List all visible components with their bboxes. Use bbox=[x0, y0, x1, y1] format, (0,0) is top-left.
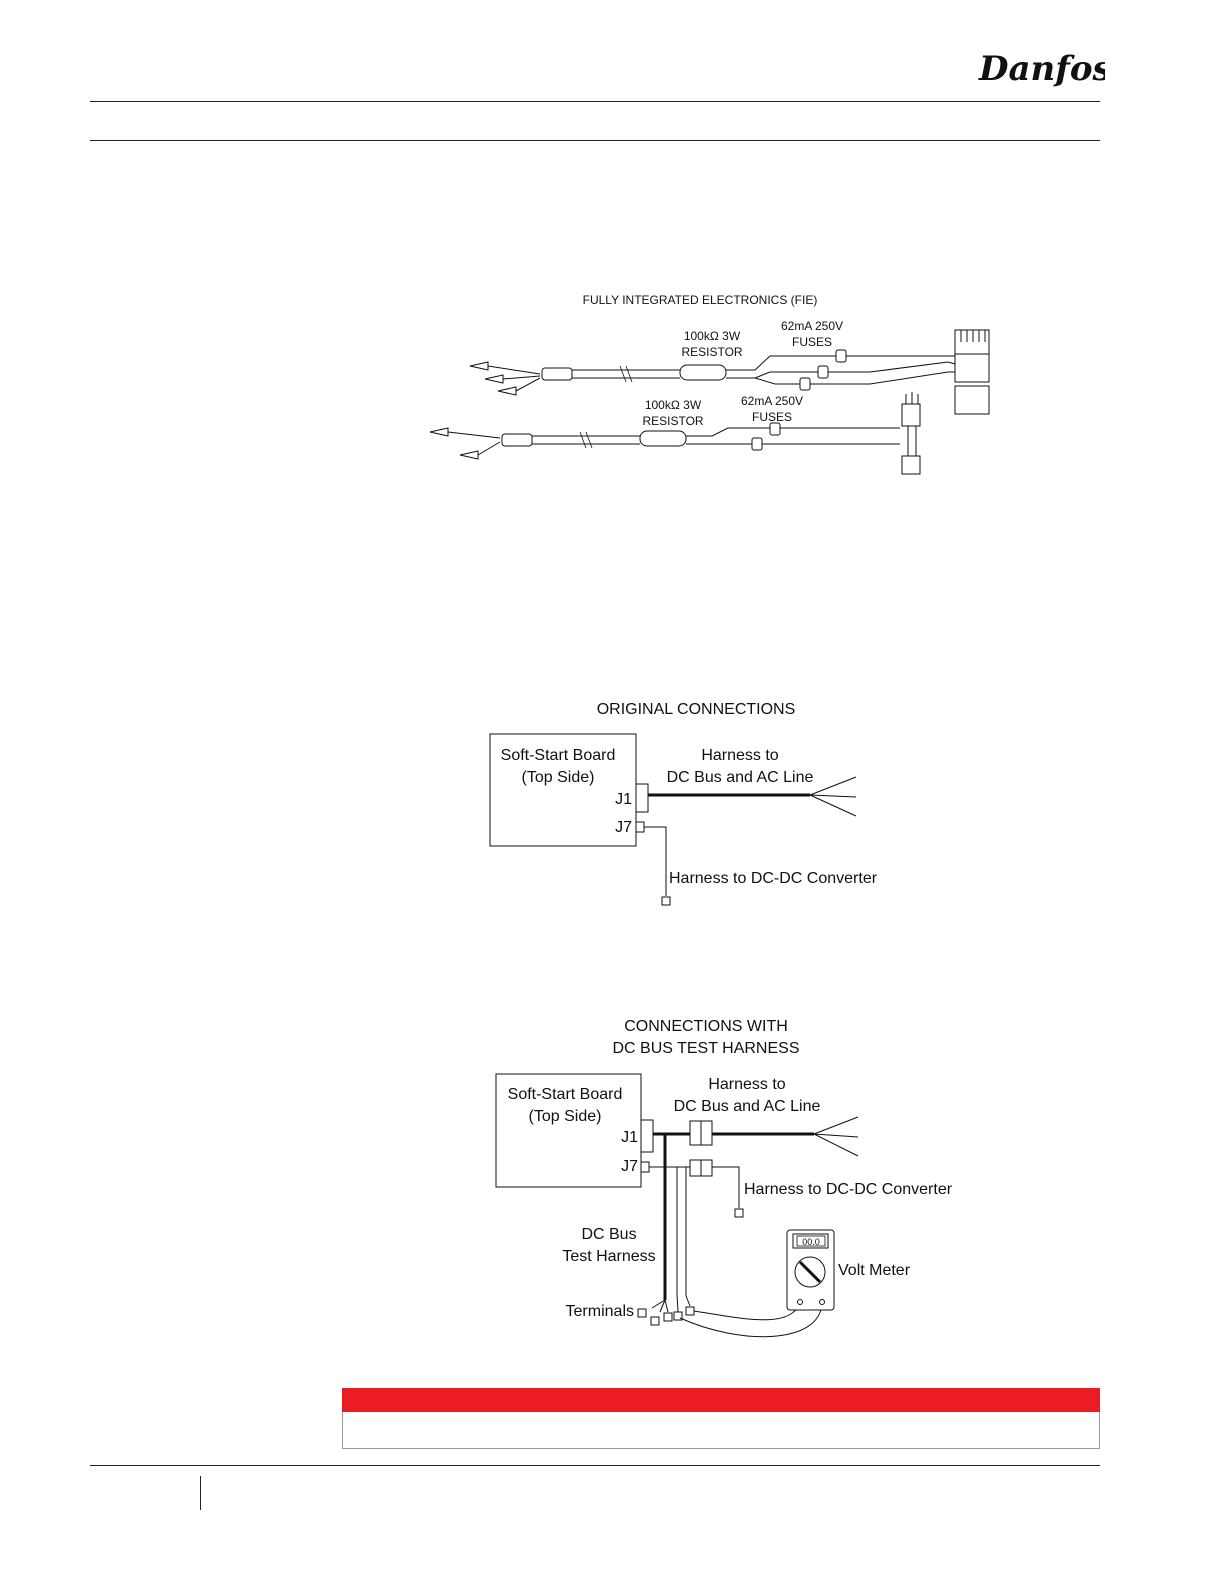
fig3-test-harness-line2: Test Harness bbox=[562, 1248, 655, 1265]
fig3-harness-dc-line1: Harness to bbox=[708, 1076, 785, 1093]
fig1-title: FULLY INTEGRATED ELECTRONICS (FIE) bbox=[583, 293, 818, 307]
footer-rule bbox=[90, 1465, 1100, 1466]
danfoss-logo-icon: Danfoss Danfoss bbox=[978, 49, 1105, 89]
fig2-harness-conv-label: Harness to DC-DC Converter bbox=[669, 870, 878, 887]
fig3-harness-conv-label: Harness to DC-DC Converter bbox=[744, 1181, 953, 1198]
fig2-harness-dc-line1: Harness to bbox=[701, 747, 778, 764]
fig1-resistor-b-line2: RESISTOR bbox=[642, 414, 703, 428]
fig3-title-line1: CONNECTIONS WITH bbox=[624, 1018, 788, 1035]
fig2-board-line1: Soft-Start Board bbox=[501, 747, 616, 764]
header-rule-top bbox=[90, 101, 1100, 102]
fig2-j1-label: J1 bbox=[615, 791, 632, 808]
original-connections-figure: ORIGINAL CONNECTIONS Soft-Start Board (T… bbox=[489, 701, 878, 906]
fig2-title: ORIGINAL CONNECTIONS bbox=[597, 701, 796, 718]
test-harness-figure: CONNECTIONS WITH DC BUS TEST HARNESS Sof… bbox=[495, 1018, 953, 1338]
fig3-j1-label: J1 bbox=[621, 1129, 638, 1146]
fig2-j7-label: J7 bbox=[615, 819, 632, 836]
fig2-harness-dc-line2: DC Bus and AC Line bbox=[667, 769, 814, 786]
fig3-title-line2: DC BUS TEST HARNESS bbox=[612, 1040, 799, 1057]
fie-harness-figure: FULLY INTEGRATED ELECTRONICS (FIE) 100kΩ… bbox=[429, 293, 990, 475]
fig3-terminals-label: Terminals bbox=[566, 1303, 634, 1320]
fig3-test-harness-line1: DC Bus bbox=[581, 1226, 636, 1243]
header-rule-bottom bbox=[90, 140, 1100, 141]
fig1-fuses-a-line1: 62mA 250V bbox=[781, 319, 843, 333]
warning-header-bar bbox=[342, 1388, 1100, 1412]
fig1-fuses-b-line2: FUSES bbox=[752, 410, 792, 424]
fig3-board-line1: Soft-Start Board bbox=[508, 1086, 623, 1103]
fig3-board-line2: (Top Side) bbox=[529, 1108, 602, 1125]
fig1-resistor-a-line2: RESISTOR bbox=[681, 345, 742, 359]
warning-body bbox=[342, 1412, 1100, 1449]
fig3-harness-dc-line2: DC Bus and AC Line bbox=[674, 1098, 821, 1115]
fig3-j7-label: J7 bbox=[621, 1158, 638, 1175]
fig3-volt-meter-label: Volt Meter bbox=[838, 1262, 911, 1279]
fig1-fuses-b-line1: 62mA 250V bbox=[741, 394, 803, 408]
fig2-board-line2: (Top Side) bbox=[522, 769, 595, 786]
fig1-resistor-b-line1: 100kΩ 3W bbox=[645, 398, 702, 412]
fig1-fuses-a-line2: FUSES bbox=[792, 335, 832, 349]
volt-meter-display: 00.0 bbox=[802, 1237, 820, 1247]
fig1-resistor-a-line1: 100kΩ 3W bbox=[684, 329, 741, 343]
footer-divider bbox=[200, 1476, 201, 1510]
svg-text:Danfoss: Danfoss bbox=[978, 49, 1105, 89]
